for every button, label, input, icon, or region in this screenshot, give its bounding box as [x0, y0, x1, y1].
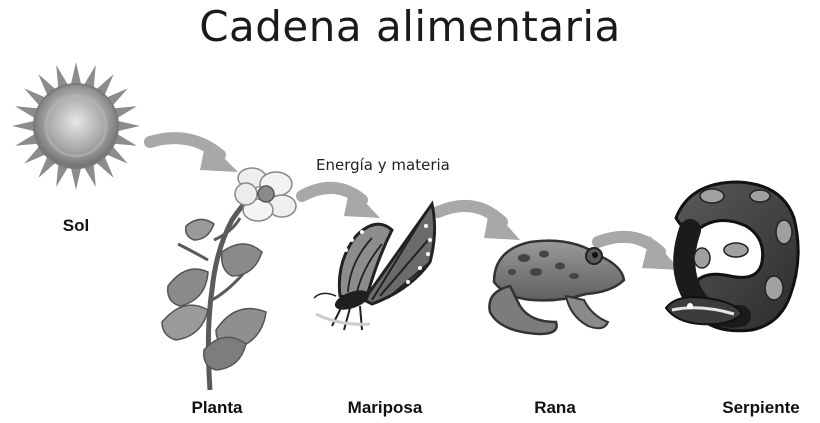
sun-ray — [82, 65, 96, 91]
sun-ray — [15, 132, 41, 146]
sun-ray — [56, 65, 70, 91]
butterfly-icon — [313, 200, 437, 331]
plant-icon — [161, 167, 297, 391]
node-label-sol: Sol — [62, 216, 90, 235]
snake-icon — [664, 180, 800, 333]
sun-ray — [70, 62, 82, 87]
sun-ray — [111, 132, 137, 146]
node-label-serpiente: Serpiente — [722, 398, 800, 417]
flow-arrow-sol-planta — [144, 132, 238, 172]
diagram-title: Cadena alimentaria — [199, 2, 621, 51]
flow-arrow-rana-serpiente — [592, 230, 680, 270]
sun-ray — [82, 161, 96, 187]
flow-arrow-planta-mariposa — [296, 181, 380, 218]
sun-icon — [12, 62, 140, 190]
sun-ray — [56, 161, 70, 187]
sun-ray — [111, 106, 137, 120]
flow-label: Energía y materia — [316, 156, 450, 174]
node-label-rana: Rana — [534, 398, 576, 417]
sun-ray — [115, 120, 140, 132]
frog-icon — [488, 239, 626, 336]
sun-ray — [70, 165, 82, 190]
flow-arrow-mariposa-rana — [432, 200, 520, 240]
sun-ray — [12, 120, 37, 132]
node-label-planta: Planta — [191, 398, 243, 417]
sun-ray — [15, 106, 41, 120]
node-label-mariposa: Mariposa — [347, 398, 423, 417]
